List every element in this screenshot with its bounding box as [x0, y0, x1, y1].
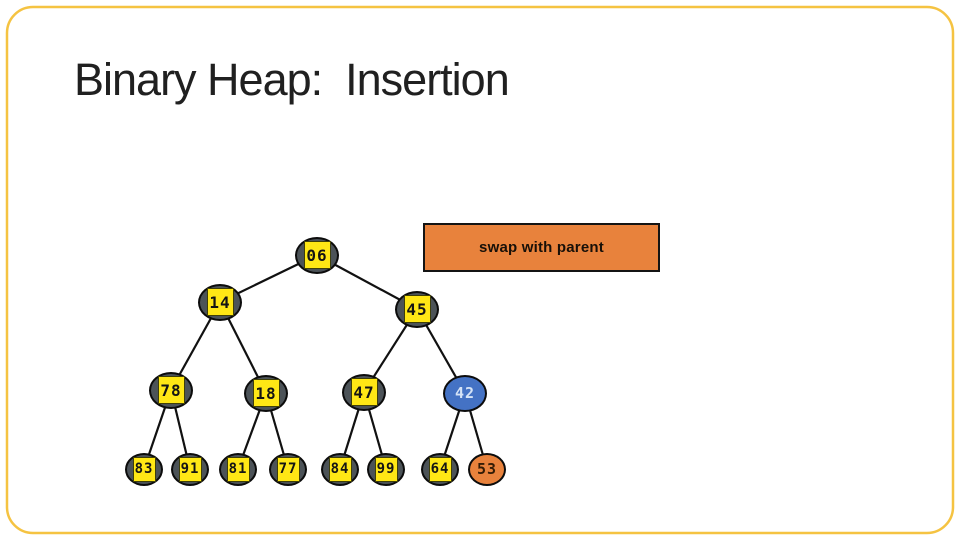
node-value: 78	[157, 376, 185, 404]
tree-node-47: 47	[342, 373, 386, 411]
node-value: 64	[428, 456, 452, 482]
node-value: 18	[252, 379, 280, 407]
tree-node-42: 42	[443, 374, 487, 412]
tree-node-81: 81	[219, 452, 257, 486]
tree-node-91: 91	[171, 452, 209, 486]
swap-with-parent-callout: swap with parent	[423, 223, 660, 272]
node-value: 81	[226, 456, 250, 482]
slide-title: Binary Heap: Insertion	[74, 54, 510, 105]
tree-node-78: 78	[149, 371, 193, 409]
node-value: 14	[206, 288, 234, 316]
node-value: 06	[303, 241, 331, 269]
node-value: 84	[328, 456, 352, 482]
node-value: 53	[476, 460, 498, 478]
tree-node-84: 84	[321, 452, 359, 486]
node-value: 42	[454, 384, 476, 402]
node-value: 91	[178, 456, 202, 482]
node-value: 47	[350, 378, 378, 406]
node-value: 45	[403, 295, 431, 323]
tree-node-53: 53	[468, 452, 506, 486]
tree-node-18: 18	[244, 374, 288, 412]
tree-node-64: 64	[421, 452, 459, 486]
node-value: 83	[132, 456, 156, 482]
tree-node-45: 45	[395, 290, 439, 328]
tree-node-06: 06	[295, 236, 339, 274]
tree-node-77: 77	[269, 452, 307, 486]
tree-node-83: 83	[125, 452, 163, 486]
tree-node-14: 14	[198, 283, 242, 321]
node-value: 99	[374, 456, 398, 482]
node-value: 77	[276, 456, 300, 482]
tree-node-99: 99	[367, 452, 405, 486]
callout-label: swap with parent	[479, 239, 604, 256]
